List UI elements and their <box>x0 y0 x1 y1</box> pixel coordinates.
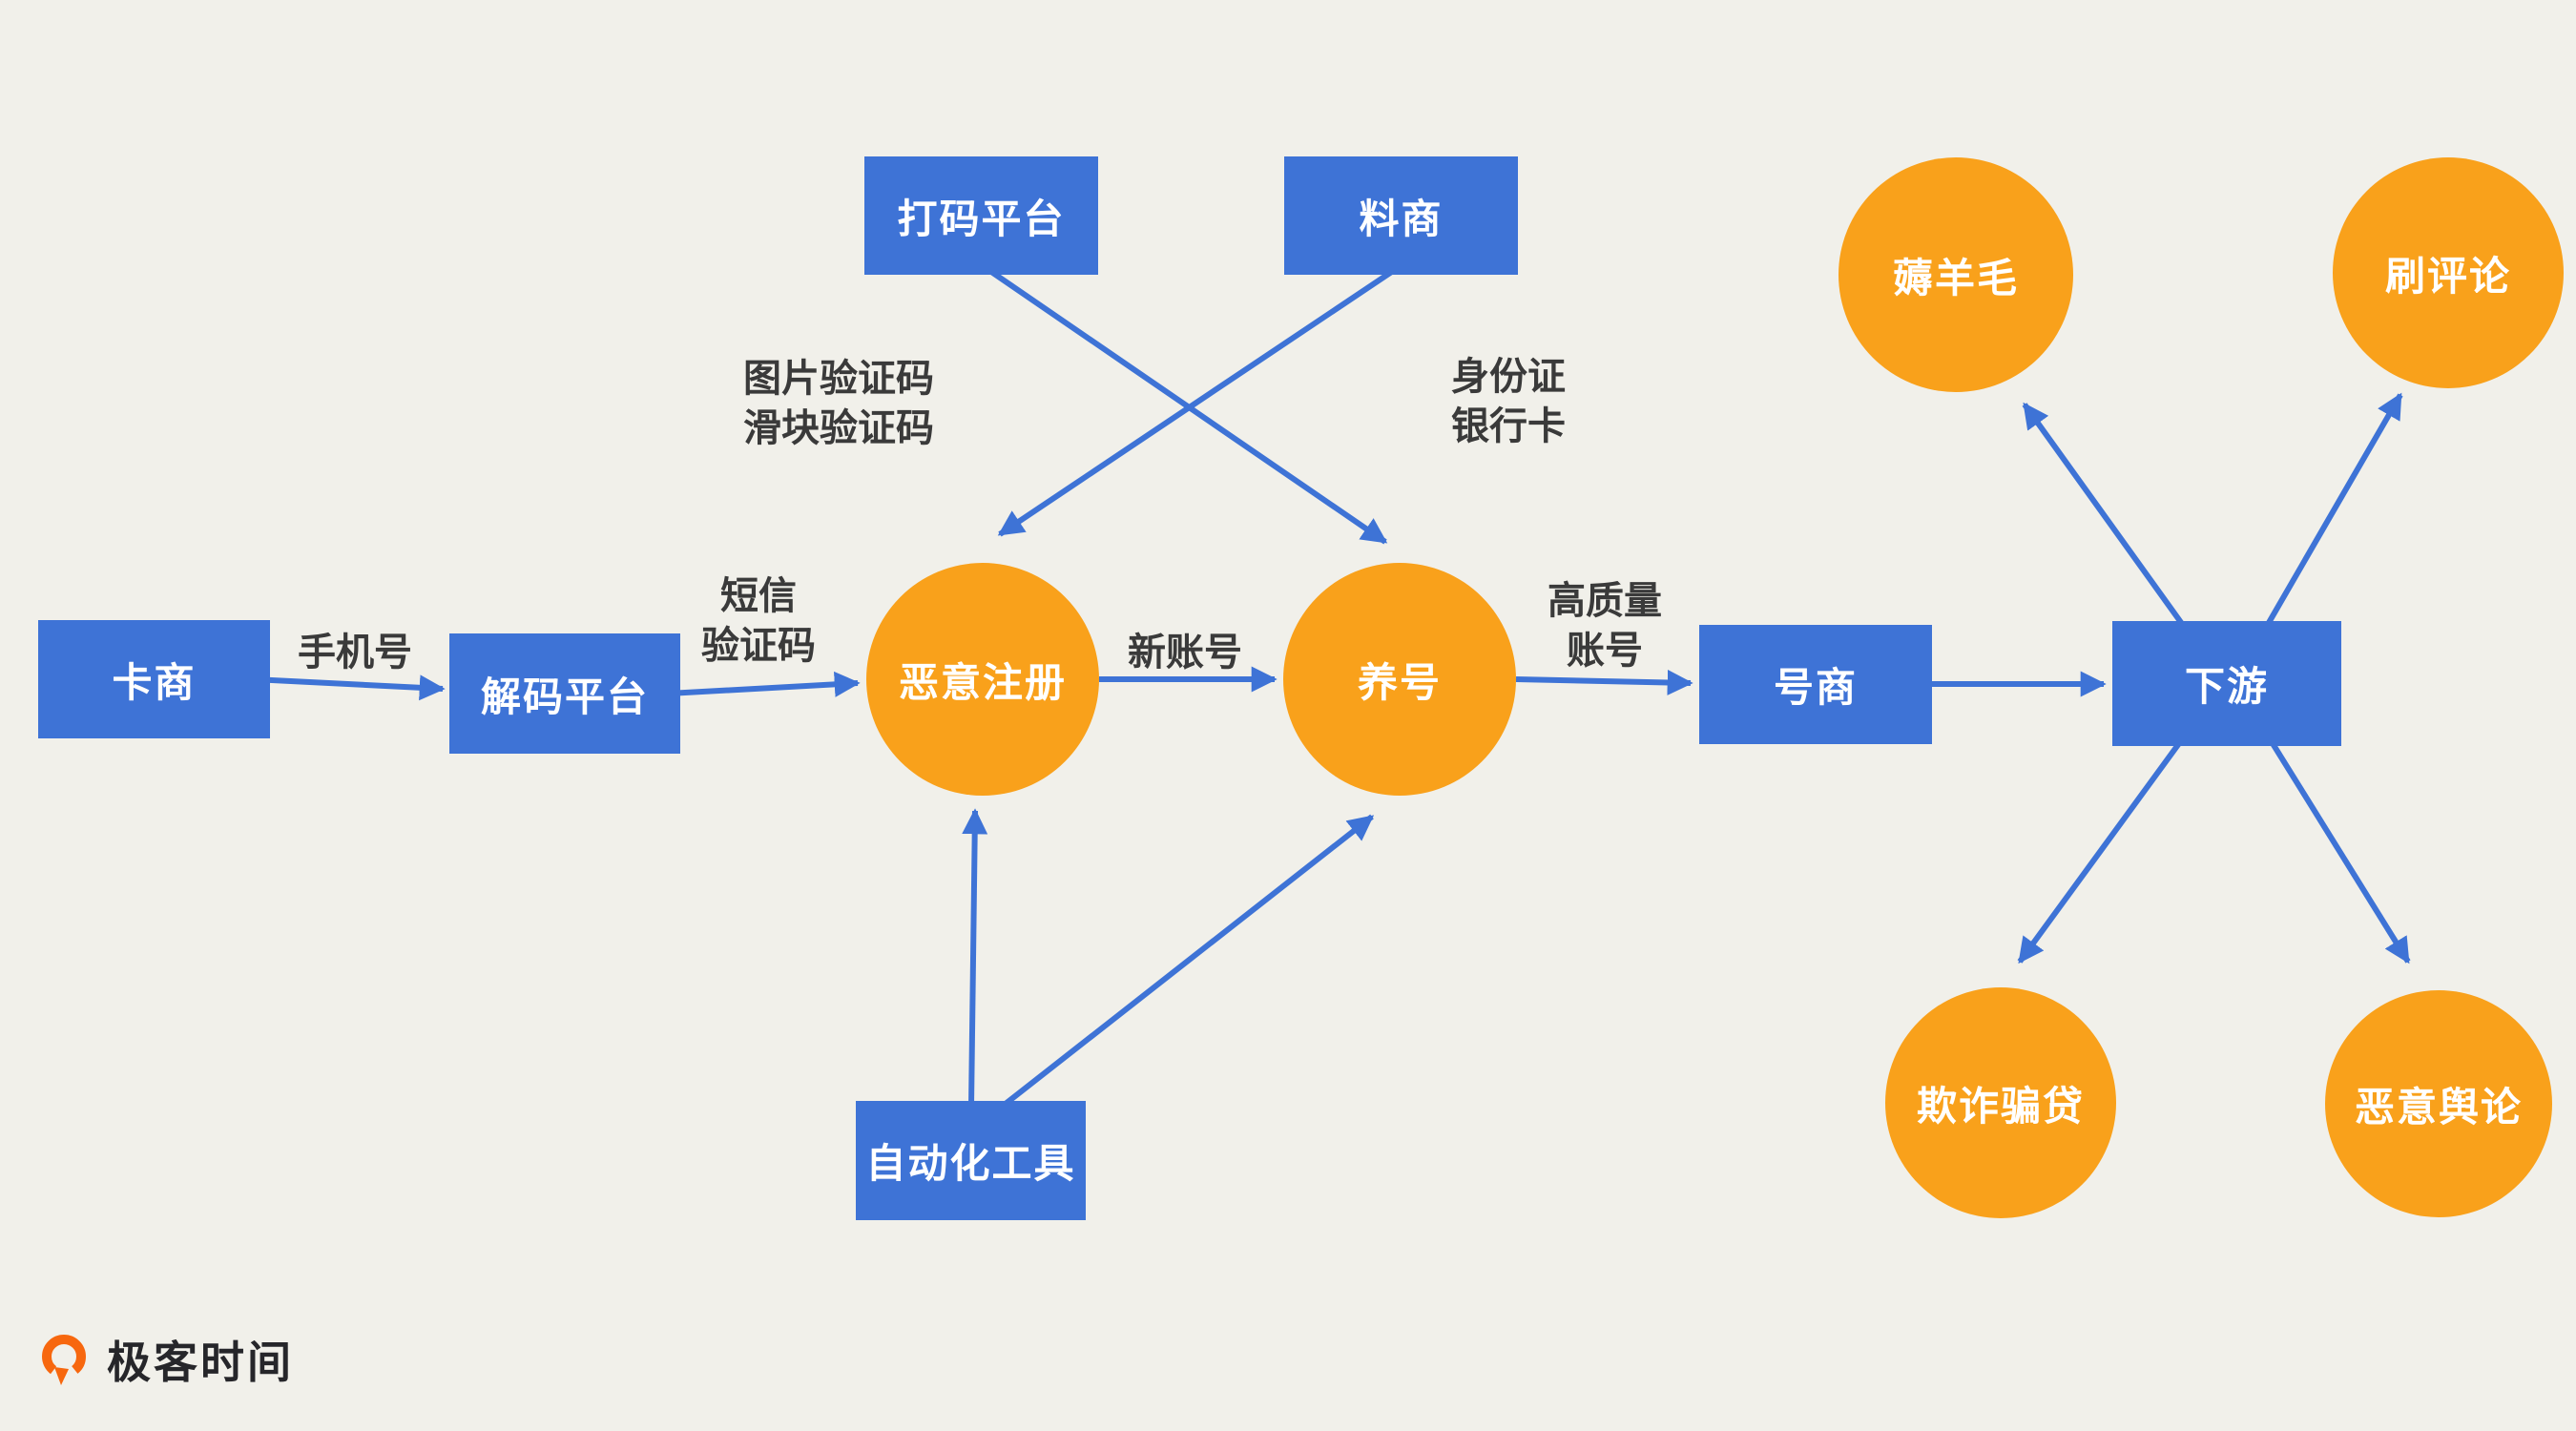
node-card-merchant: 卡商 <box>38 620 270 738</box>
edge-label-high-quality-account: 高质量 账号 <box>1548 580 1662 672</box>
edge-nurturing-to-account-merchant <box>1515 669 1693 695</box>
node-captcha-platform-label: 打码平台 <box>897 196 1066 241</box>
edge-label-new-account: 新账号 <box>1128 632 1242 674</box>
edge-downstream-to-loan-fraud <box>2017 723 2195 964</box>
node-downstream: 下游 <box>2112 621 2341 746</box>
edge-automation-to-registration <box>962 808 988 1108</box>
node-malicious-registration-label: 恶意注册 <box>898 659 1067 705</box>
node-card-merchant-label: 卡商 <box>112 659 197 705</box>
node-automation-tool: 自动化工具 <box>856 1101 1086 1220</box>
node-review-spamming: 刷评论 <box>2333 157 2564 388</box>
node-loan-fraud: 欺诈骗贷 <box>1885 987 2116 1218</box>
node-review-spamming-label: 刷评论 <box>2384 253 2511 299</box>
geektime-logo-icon <box>42 1335 86 1385</box>
node-bonus-hunting: 薅羊毛 <box>1839 157 2073 392</box>
edge-downstream-to-malicious-opinion <box>2258 723 2411 964</box>
edge-captcha-platform-to-nurturing <box>980 262 1388 545</box>
edge-data-merchant-to-registration <box>997 262 1403 537</box>
node-account-merchant: 号商 <box>1699 625 1932 744</box>
geektime-logo-text: 极客时间 <box>107 1338 294 1387</box>
node-bonus-hunting-label: 薅羊毛 <box>1892 255 2019 301</box>
edge-card-to-decode <box>252 674 446 701</box>
node-captcha-platform: 打码平台 <box>864 156 1098 275</box>
node-data-merchant: 料商 <box>1284 156 1518 275</box>
node-account-nurturing-label: 养号 <box>1357 659 1442 705</box>
node-loan-fraud-label: 欺诈骗贷 <box>1916 1083 2085 1129</box>
node-decode-platform-label: 解码平台 <box>480 674 649 719</box>
edge-label-captcha-types: 图片验证码 滑块验证码 <box>743 358 934 449</box>
edge-downstream-to-review-spamming <box>2256 392 2403 641</box>
node-malicious-registration: 恶意注册 <box>866 563 1099 796</box>
edge-label-sms-code: 短信 验证码 <box>701 575 816 667</box>
edge-automation-to-nurturing <box>1000 814 1375 1110</box>
node-data-merchant-label: 料商 <box>1359 196 1444 241</box>
edge-label-id-bank: 身份证 银行卡 <box>1451 356 1566 447</box>
edge-decode-to-registration <box>667 671 861 697</box>
edge-downstream-to-bonus-hunting <box>2022 402 2197 643</box>
node-automation-tool-label: 自动化工具 <box>865 1141 1076 1186</box>
node-account-nurturing: 养号 <box>1283 563 1516 796</box>
node-downstream-label: 下游 <box>2184 664 2269 709</box>
node-malicious-opinion-label: 恶意舆论 <box>2354 1084 2523 1130</box>
node-decode-platform: 解码平台 <box>449 633 680 754</box>
node-account-merchant-label: 号商 <box>1773 665 1858 710</box>
edge-label-phone-number: 手机号 <box>298 632 412 674</box>
node-malicious-opinion: 恶意舆论 <box>2325 990 2552 1217</box>
geektime-logo: 极客时间 <box>36 1328 294 1391</box>
